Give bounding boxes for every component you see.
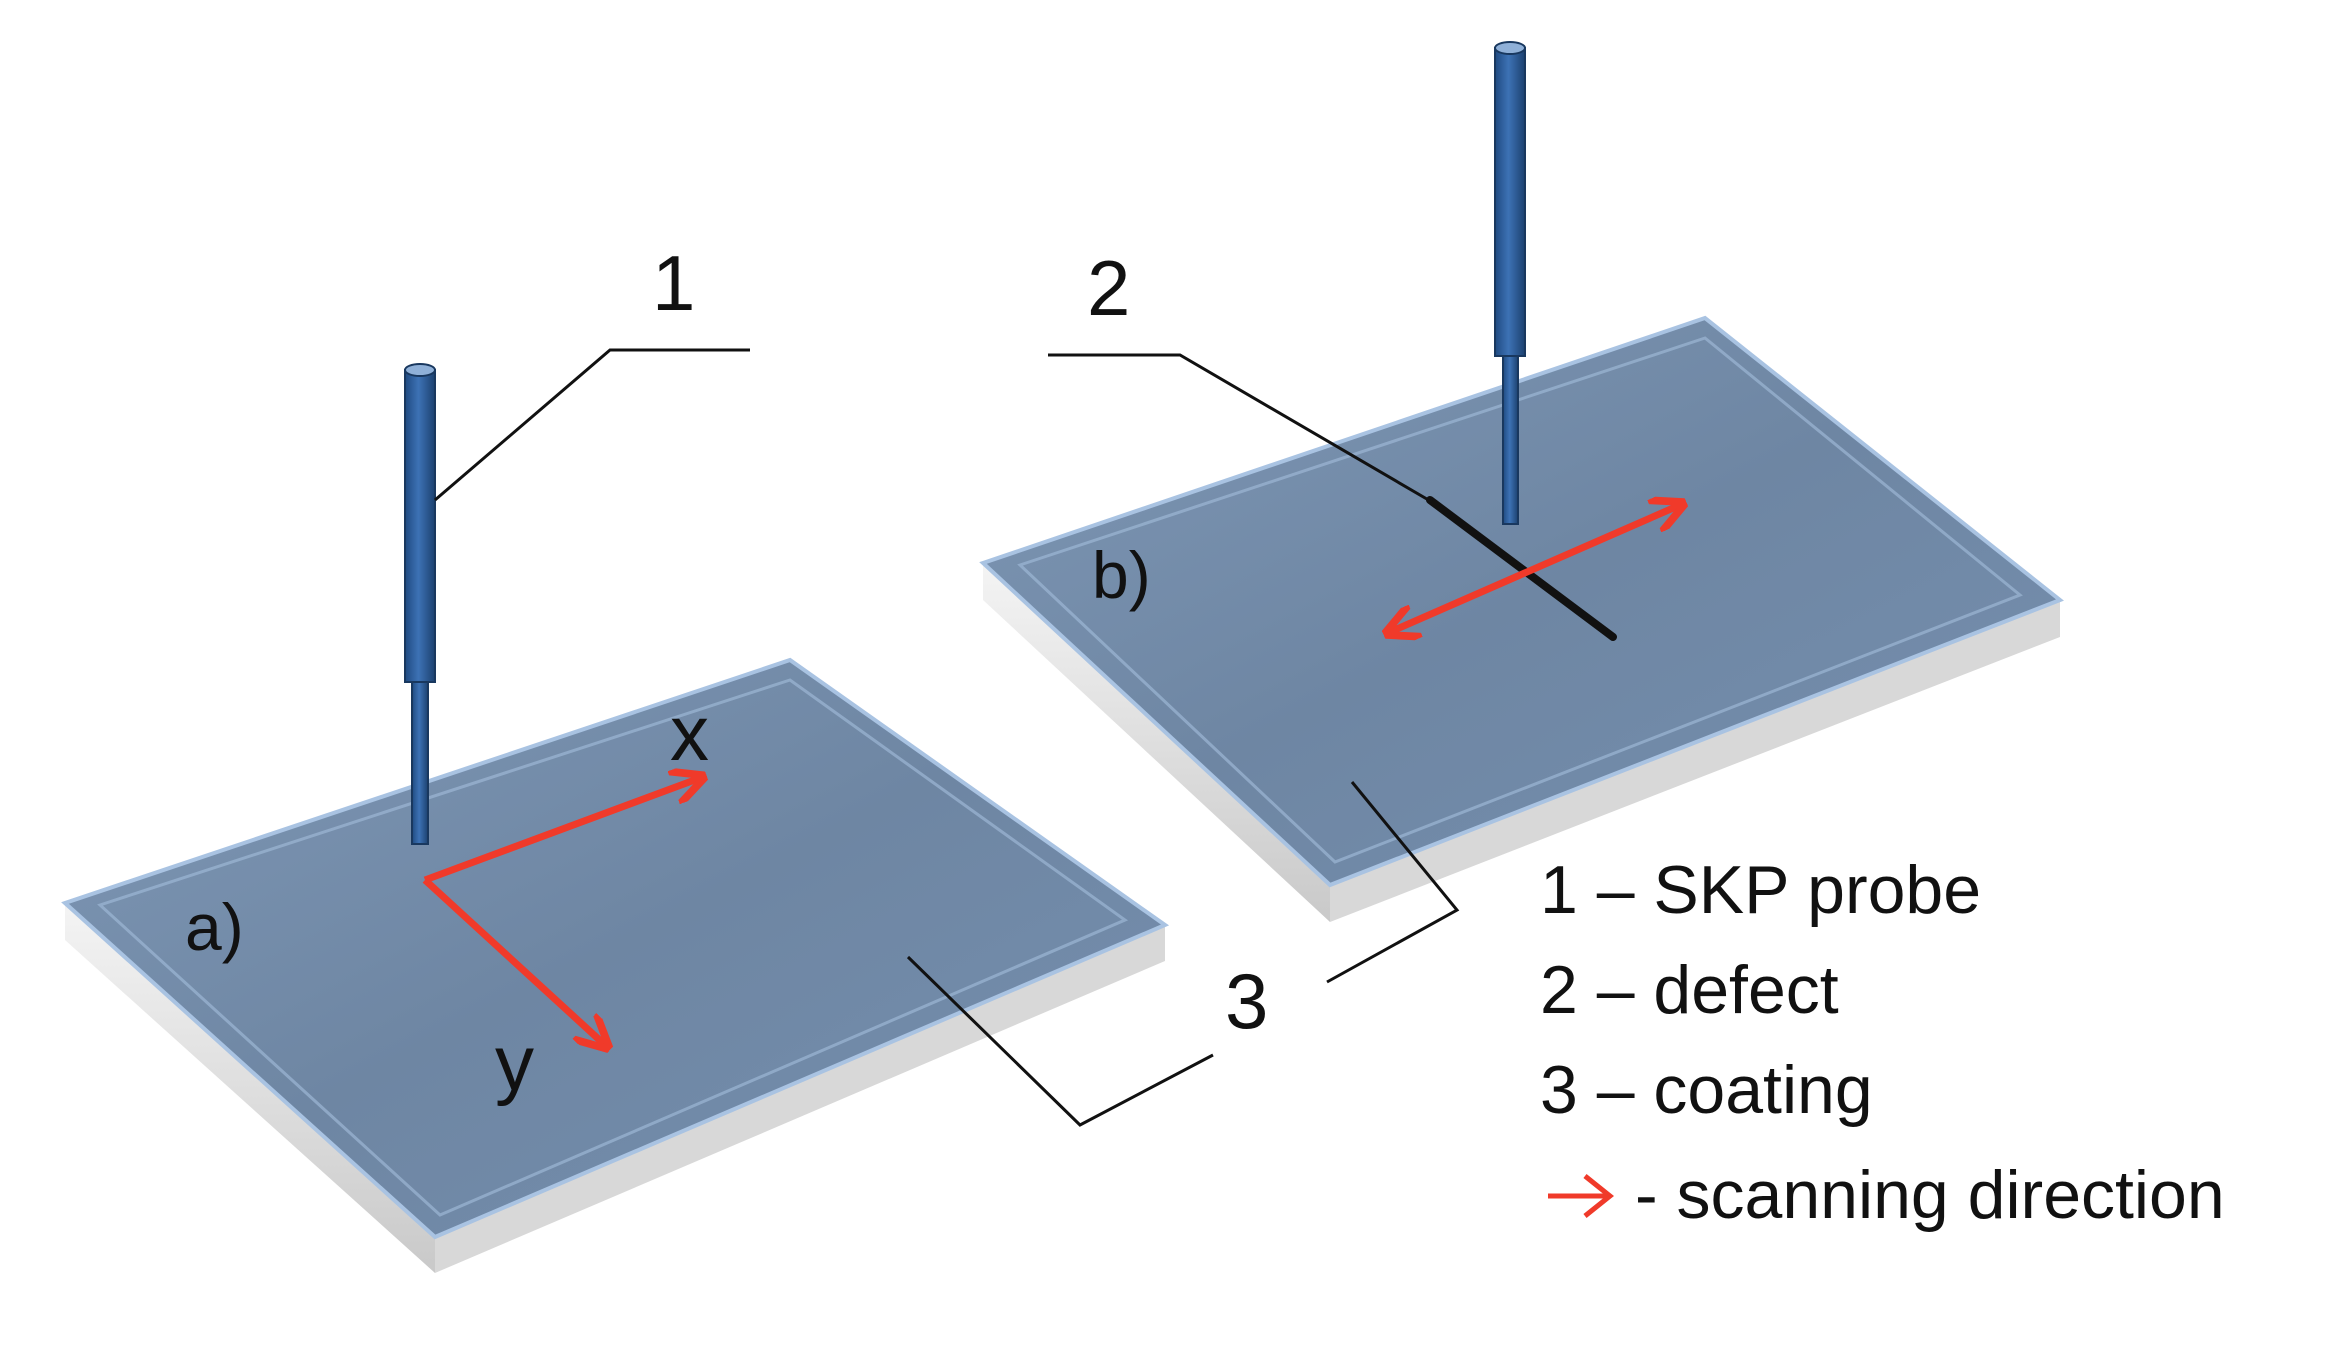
callout-number-3: 3 — [1225, 957, 1268, 1045]
plate-b-coating-bevel — [1017, 336, 2023, 864]
probe-b-top-cap — [1494, 41, 1526, 55]
probe-a-tip — [411, 681, 429, 845]
red-arrow-icon — [1548, 1174, 1615, 1218]
callout-probe-leader — [434, 348, 750, 502]
legend: 1 – SKP probe 2 – defect 3 – coating - s… — [1540, 852, 2225, 1233]
sample-plate-a: a) — [61, 657, 1170, 1273]
callout-number-1: 1 — [652, 239, 695, 327]
scan-arrow-y — [422, 877, 605, 1045]
plate-a-coating-bevel — [97, 678, 1129, 1217]
callout-number-2: 2 — [1087, 244, 1130, 332]
scan-arrow-x — [423, 778, 700, 884]
skp-probe-b — [1494, 41, 1526, 525]
legend-item-defect: 2 – defect — [1540, 952, 1839, 1028]
panel-label-b: b) — [1092, 538, 1151, 612]
plate-a-coating — [61, 657, 1170, 1240]
plate-b-front-side — [983, 563, 1330, 922]
probe-b-tip — [1502, 355, 1519, 525]
legend-item-coating: 3 – coating — [1540, 1052, 1873, 1128]
legend-item-scanning-direction: - scanning direction — [1635, 1157, 2225, 1233]
panel-label-a: a) — [185, 890, 244, 964]
sample-plate-b: b) — [979, 315, 2064, 922]
callout-defect-leader — [1048, 353, 1433, 504]
callout-coating: 3 — [906, 781, 1460, 1127]
scan-axes-a: x y — [422, 689, 709, 1107]
probe-a-top-cap — [404, 363, 436, 377]
probe-a-upper-body — [404, 369, 436, 683]
legend-item-probe: 1 – SKP probe — [1540, 852, 1981, 928]
skp-probe-a — [404, 363, 436, 845]
plate-a-front-side — [65, 903, 435, 1273]
axis-label-y: y — [495, 1019, 534, 1107]
callout-defect: 2 — [1048, 244, 1433, 504]
callout-coating-leader-b — [1326, 781, 1460, 984]
callout-coating-leader-a — [906, 955, 1214, 1127]
scan-arrow-bidirectional — [1390, 505, 1680, 632]
callout-probe: 1 — [434, 239, 750, 502]
plate-a-right-side — [435, 925, 1165, 1273]
axis-label-x: x — [670, 689, 709, 777]
probe-b-upper-body — [1494, 47, 1526, 357]
plate-b-right-side — [1330, 600, 2060, 922]
